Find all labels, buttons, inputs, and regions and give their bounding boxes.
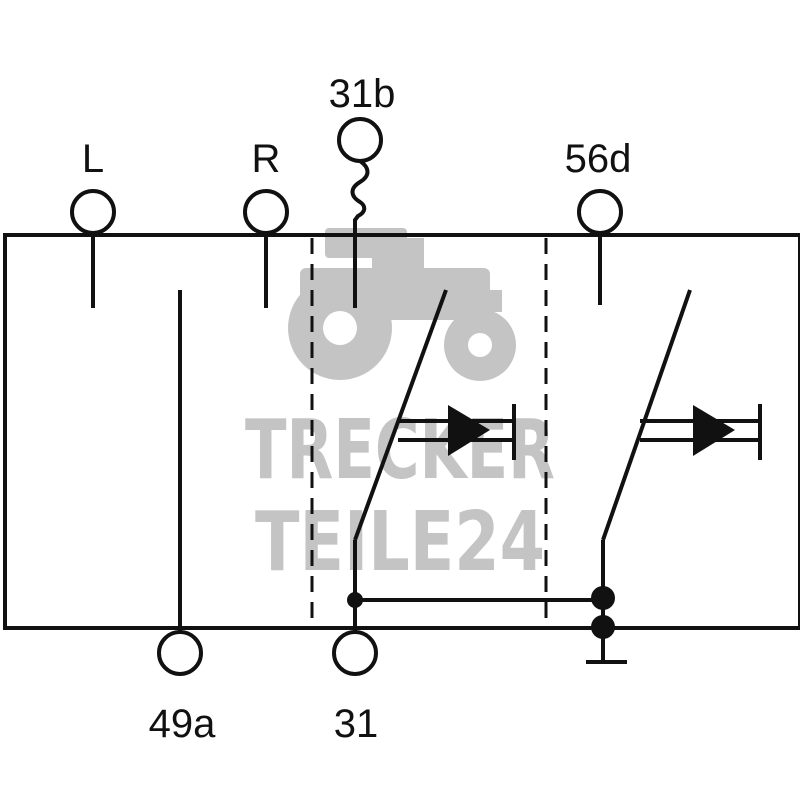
common-bus <box>347 586 615 660</box>
switch-contact-1 <box>353 289 448 600</box>
label-31: 31 <box>334 702 379 746</box>
label-r: R <box>252 137 281 181</box>
label-l: L <box>82 137 104 181</box>
terminal-31b <box>337 117 383 308</box>
terminal-r <box>243 189 289 308</box>
switch-housing <box>3 233 800 630</box>
label-49a: 49a <box>149 702 216 746</box>
watermark-line-2: TEILE24 <box>255 495 545 590</box>
tractor-icon <box>288 228 516 381</box>
actuator-arrow-1 <box>398 404 516 460</box>
terminal-31 <box>332 630 378 676</box>
terminal-56d <box>577 189 623 305</box>
terminal-l <box>70 189 116 308</box>
watermark: TRECKER TEILE24 <box>245 228 555 590</box>
label-31b: 31b <box>329 72 396 116</box>
label-56d: 56d <box>565 137 632 181</box>
switch-contact-2 <box>601 289 692 598</box>
terminal-49a <box>157 290 203 676</box>
actuator-arrow-2 <box>640 404 762 460</box>
